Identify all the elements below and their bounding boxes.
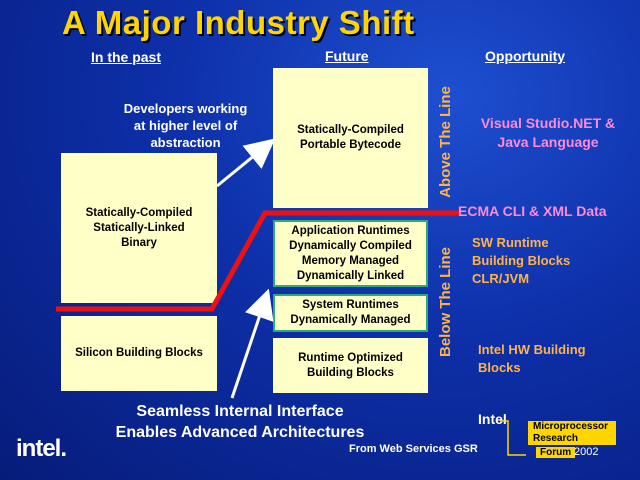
system-runtimes-box: System Runtimes Dynamically Managed — [273, 294, 428, 332]
past-binary-box: Statically-Compiled Statically-Linked Bi… — [61, 153, 217, 303]
forum-logo-line-1: Microprocessor — [533, 421, 609, 432]
bytecode-line-2: Portable Bytecode — [300, 139, 401, 151]
past-binary-line-3: Binary — [121, 236, 157, 249]
column-header-past: In the past — [91, 49, 162, 65]
forum-logo-line-2: Research — [533, 433, 579, 444]
slide-title: A Major Industry Shift — [62, 4, 415, 41]
visual-studio-opportunity: Visual Studio.NET & Java Language — [458, 114, 638, 152]
bottom-message-line-1: Seamless Internal Interface — [136, 403, 344, 420]
intel-hw-line-2: Blocks — [478, 360, 521, 375]
system-runtimes-line-1: System Runtimes — [302, 299, 399, 311]
column-header-opportunity: Opportunity — [485, 48, 566, 64]
forum-logo-intel: Intel — [478, 411, 507, 427]
intel-hw-opportunity: Intel HW Building Blocks — [478, 341, 586, 377]
intel-logo: intel. — [16, 435, 67, 462]
sw-runtime-opportunity: SW Runtime Building Blocks CLR/JVM — [472, 234, 570, 288]
developers-note-line-1: Developers working — [123, 101, 248, 116]
forum-logo-forum: Forum — [536, 447, 576, 458]
app-runtimes-line-4: Dynamically Linked — [296, 269, 405, 282]
sw-runtime-line-1: SW Runtime — [472, 235, 549, 250]
runtime-optimized-line-1: Runtime Optimized — [298, 351, 403, 364]
column-header-future: Future — [325, 48, 369, 64]
forum-logo-year: 2002 — [574, 446, 599, 458]
interface-arrow — [230, 288, 274, 399]
above-the-line-label: Above The Line — [437, 86, 454, 198]
source-note: From Web Services GSR — [349, 443, 478, 455]
portable-bytecode-box: Statically-Compiled Portable Bytecode — [273, 68, 428, 208]
visual-studio-line-2: Java Language — [497, 134, 599, 150]
forum-logo: Intel Microprocessor Research Forum 2002 — [478, 411, 628, 463]
bytecode-line-1: Statically-Compiled — [297, 124, 404, 136]
past-binary-line-1: Statically-Compiled — [85, 206, 193, 219]
system-runtimes-line-2: Dynamically Managed — [290, 314, 411, 326]
bottom-message-line-2: Enables Advanced Architectures — [115, 424, 365, 441]
application-runtimes-box: Application Runtimes Dynamically Compile… — [273, 220, 428, 287]
forum-logo-box: Microprocessor Research — [528, 421, 616, 445]
developers-note-line-3: abstraction — [150, 135, 221, 150]
industry-shift-line — [56, 210, 462, 312]
runtime-optimized-line-2: Building Blocks — [307, 366, 394, 379]
silicon-building-blocks-label: Silicon Building Blocks — [75, 347, 203, 359]
app-runtimes-line-1: Application Runtimes — [291, 224, 410, 237]
developers-arrow — [216, 138, 276, 188]
sw-runtime-line-2: Building Blocks — [472, 253, 571, 268]
ecma-cli-opportunity: ECMA CLI & XML Data — [458, 203, 607, 219]
app-runtimes-line-2: Dynamically Compiled — [289, 239, 412, 252]
below-the-line-label: Below The Line — [437, 247, 454, 358]
forum-logo-connector — [500, 420, 526, 456]
app-runtimes-line-3: Memory Managed — [301, 254, 400, 267]
intel-hw-line-1: Intel HW Building — [478, 342, 586, 357]
visual-studio-line-1: Visual Studio.NET & — [480, 115, 616, 131]
developers-note-line-2: at higher level of — [133, 118, 238, 133]
past-binary-line-2: Statically-Linked — [93, 221, 185, 234]
runtime-optimized-box: Runtime Optimized Building Blocks — [273, 338, 428, 393]
bottom-message: Seamless Internal Interface Enables Adva… — [90, 401, 390, 443]
sw-runtime-line-3: CLR/JVM — [472, 271, 530, 286]
silicon-building-blocks-box: Silicon Building Blocks — [61, 316, 217, 391]
developers-note: Developers working at higher level of ab… — [108, 100, 263, 151]
